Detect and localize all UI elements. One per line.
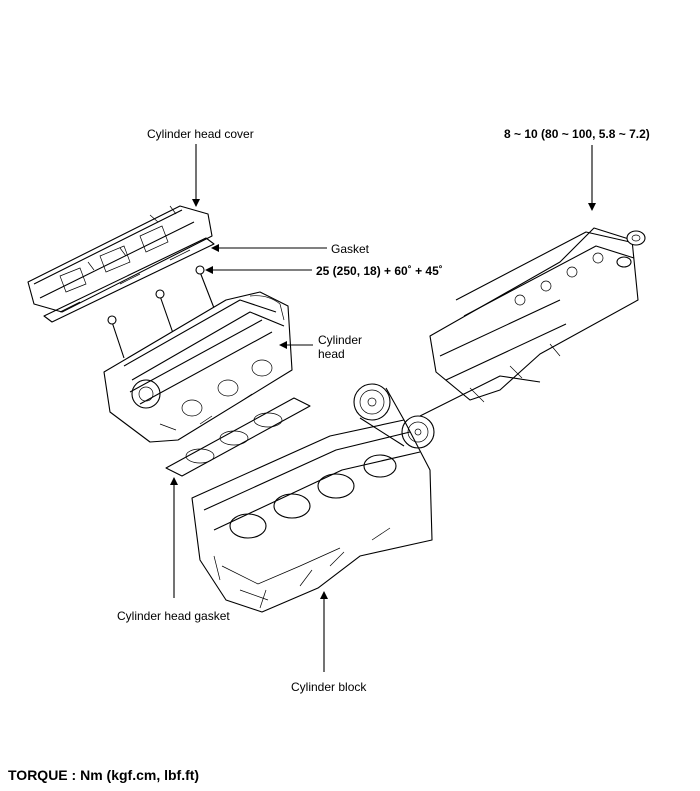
cylinder-block-drawing <box>191 419 433 613</box>
head-bolt-torque-label: 25 (250, 18) + 60˚ + 45˚ <box>316 264 443 278</box>
cylinder-block-label: Cylinder block <box>291 680 367 694</box>
leader-lines <box>170 144 596 672</box>
cam-sprockets-drawing <box>353 383 435 449</box>
right-cylinder-head-drawing <box>419 227 639 417</box>
cylinder-head-label-line2: head <box>318 347 345 361</box>
head-bolts-drawing <box>107 265 215 359</box>
cylinder-head-gasket-drawing <box>165 397 311 477</box>
cylinder-head-cover-label: Cylinder head cover <box>147 127 254 141</box>
cylinder-head-gasket-label: Cylinder head gasket <box>117 609 230 623</box>
torque-units-footer: TORQUE : Nm (kgf.cm, lbf.ft) <box>8 767 200 783</box>
cylinder-head-drawing <box>103 291 293 443</box>
gasket-label: Gasket <box>331 242 370 256</box>
cover-bolt-torque-label: 8 ~ 10 (80 ~ 100, 5.8 ~ 7.2) <box>504 127 650 141</box>
cylinder-head-label-line1: Cylinder <box>318 333 363 347</box>
oil-filler-cap-drawing <box>616 230 646 268</box>
cylinder-head-cover-drawing <box>27 205 213 313</box>
